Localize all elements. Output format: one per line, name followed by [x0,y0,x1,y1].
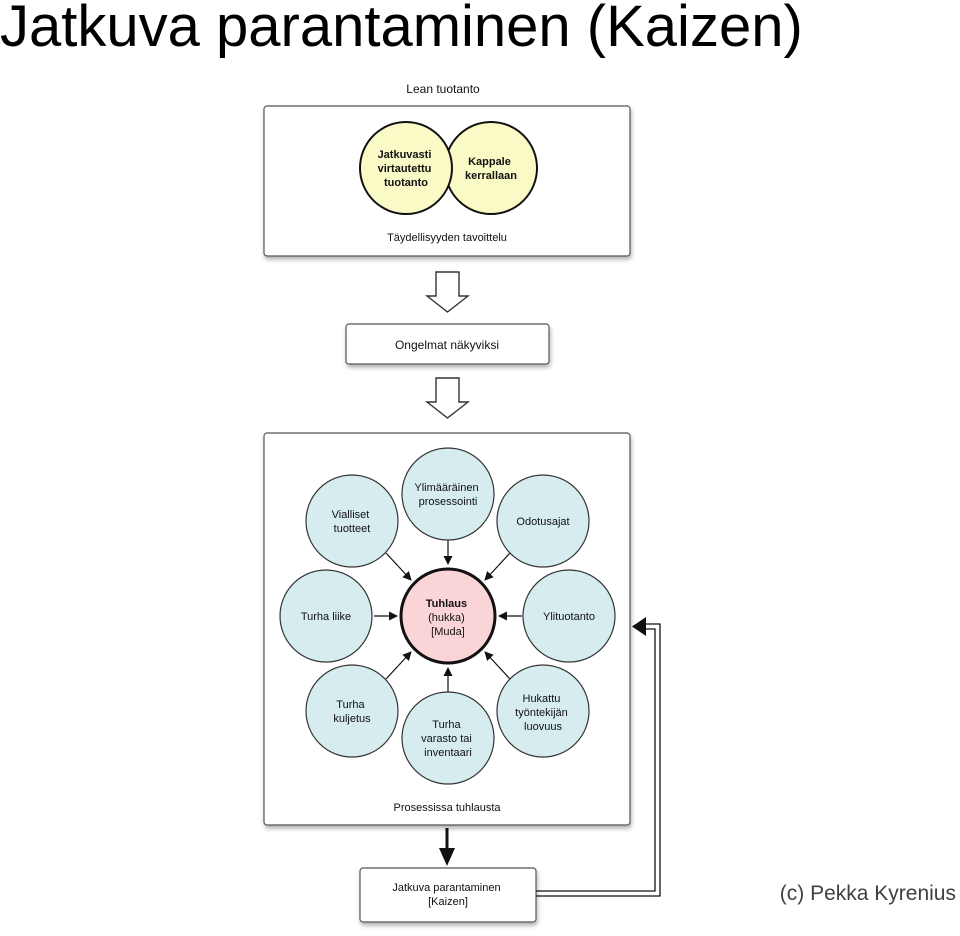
transport-label: Turha kuljetus [333,699,371,725]
kaizen-arrow-head-icon [439,848,455,866]
arrow-top-right [484,552,511,581]
inventory-label: Turha varasto tai inventaari [421,719,475,759]
problems-visible-label: Ongelmat näkyviksi [395,338,499,352]
problems-visible-box [345,323,550,365]
motion-circle [279,569,373,663]
over-processing-circle [401,447,495,541]
waiting-circle [496,474,590,568]
transport-circle [305,664,399,758]
overproduction-label: Ylituotanto [543,611,595,623]
waste-arrows [374,540,522,692]
arrow-bottom-right [484,651,511,680]
lean-footer: Täydellisyyden tavoittelu [387,232,507,244]
over-processing-label: Ylimääräinen prosessointi [414,482,481,508]
lean-heading: Lean tuotanto [406,82,480,96]
defects-circle [305,474,399,568]
feedback-arrow [536,623,661,897]
inventory-circle [401,691,495,785]
defects-label: Vialliset tuotteet [332,509,373,535]
overproduction-circle [522,569,616,663]
one-piece-flow-circle [444,121,538,215]
continuous-flow-circle [359,121,453,215]
credit-text: (c) Pekka Kyrenius [779,882,956,905]
waste-footer: Prosessissa tuhlausta [394,802,502,814]
waste-center-circle [399,567,497,665]
continuous-flow-label: Jatkuvasti virtautettu tuotanto [378,149,435,189]
feedback-arrow-head-icon [632,617,646,636]
kaizen-label: Jatkuva parantaminen [Kaizen] [392,882,503,908]
down-arrow-2-icon [424,377,471,419]
unused-creativity-label: Hukattu työntekijän luovuus [515,693,571,733]
motion-label: Turha liike [301,611,351,623]
kaizen-box [359,867,537,923]
page-title: Jatkuva parantaminen (Kaizen) [0,0,803,59]
waiting-label: Odotusajat [516,516,569,528]
arrow-bottom-left [385,651,412,680]
arrow-top-left [385,552,412,581]
waste-center-label: Tuhlaus (hukka) [Muda] [426,598,470,638]
one-piece-flow-label: Kappale kerrallaan [465,156,517,182]
unused-creativity-circle [496,664,590,758]
down-arrow-1-icon [424,271,471,313]
